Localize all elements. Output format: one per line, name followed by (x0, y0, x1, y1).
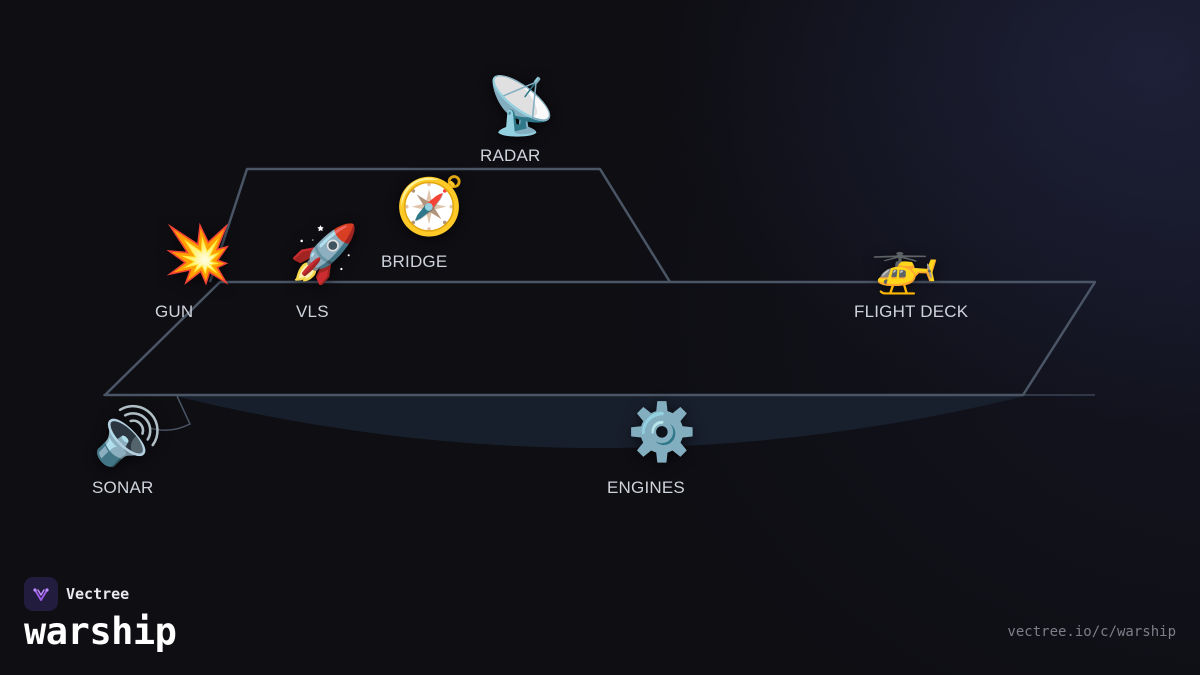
part-gun: 💥 GUN (155, 222, 238, 322)
page-title: warship (24, 610, 177, 653)
part-bridge: 🧭 BRIDGE (381, 174, 470, 274)
gun-label: GUN (155, 302, 194, 321)
brand-name: Vectree (66, 585, 130, 603)
source-url[interactable]: vectree.io/c/warship (1007, 624, 1176, 640)
engines-label: ENGINES (607, 478, 685, 497)
brand[interactable]: Vectree (24, 577, 129, 611)
flight-deck-label: FLIGHT DECK (854, 302, 969, 321)
part-sonar: 🔊 SONAR (88, 404, 168, 504)
vectree-logo-icon (24, 577, 58, 611)
vls-label: VLS (296, 302, 329, 321)
radar-label: RADAR (480, 146, 541, 165)
gear-icon: ⚙️ (627, 400, 697, 463)
speaker-icon: 🔊 (93, 404, 163, 467)
part-radar: 📡 RADAR (480, 74, 561, 174)
underwater-hull (175, 396, 1025, 448)
compass-icon: 🧭 (395, 174, 465, 237)
helicopter-icon: 🚁 (870, 232, 940, 295)
main-hull (103, 280, 1097, 397)
part-vls: 🚀 VLS (284, 222, 364, 322)
part-engines: ⚙️ ENGINES (607, 400, 702, 500)
explosion-icon: 💥 (163, 222, 233, 285)
satellite-dish-icon: 📡 (486, 74, 556, 137)
sonar-label: SONAR (92, 478, 154, 497)
sonar-dome (149, 395, 191, 431)
superstructure (208, 167, 672, 283)
rocket-icon: 🚀 (289, 222, 359, 285)
part-flight-deck: 🚁 FLIGHT DECK (854, 232, 968, 332)
bridge-label: BRIDGE (381, 252, 448, 271)
